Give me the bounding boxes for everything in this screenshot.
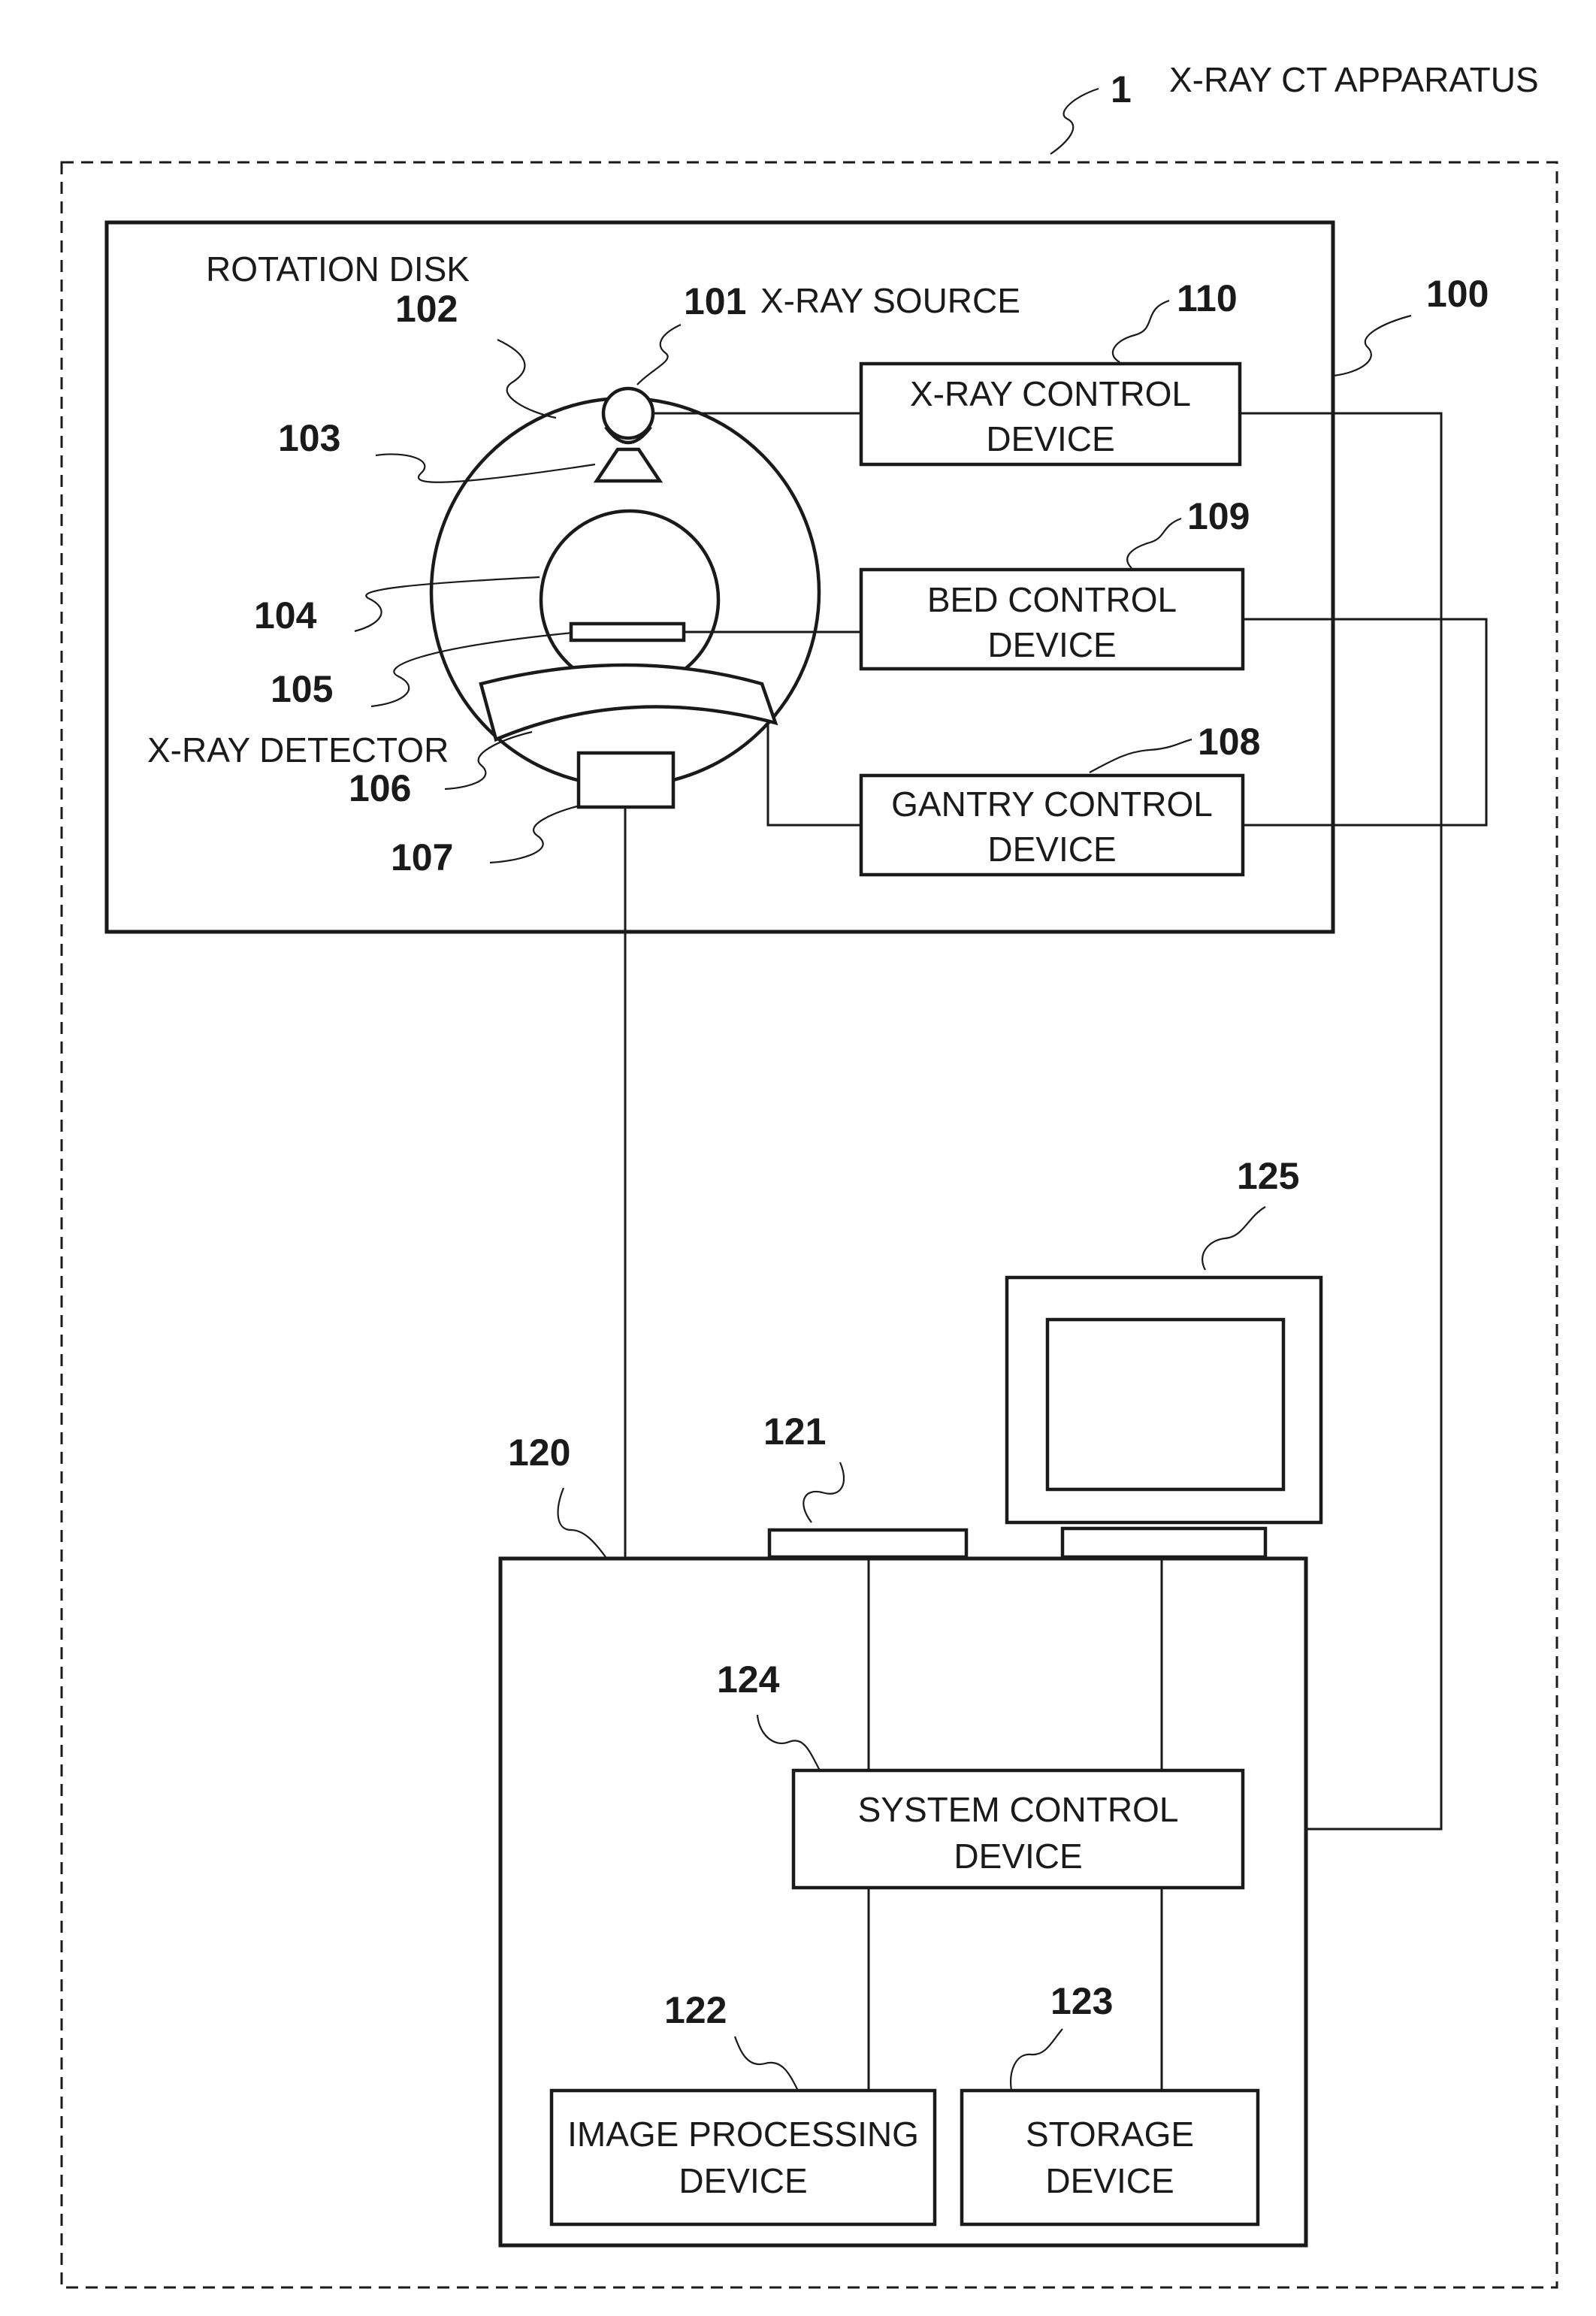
image-processing-box [552,2091,935,2224]
ref-109: 109 [1187,495,1250,537]
ref-101: 101 [684,280,746,322]
ref-123: 123 [1050,1980,1113,2022]
system-control-line2: DEVICE [954,1837,1082,1876]
ref-106: 106 [349,767,411,809]
leader-1 [1050,89,1099,154]
ref-124: 124 [717,1658,780,1701]
ref-102: 102 [395,288,458,330]
ref-121: 121 [763,1410,826,1453]
apparatus-title: X-RAY CT APPARATUS [1169,60,1539,99]
ref-104: 104 [254,594,317,636]
rotation-disk-label: ROTATION DISK [206,249,470,289]
ref-107: 107 [391,836,453,878]
leader-100 [1333,316,1411,376]
leader-125 [1202,1207,1265,1270]
image-processing-line2: DEVICE [679,2161,807,2200]
storage-line2: DEVICE [1045,2161,1174,2200]
xray-source [603,389,653,438]
image-processing-line1: IMAGE PROCESSING [567,2115,919,2154]
bed-control-line1: BED CONTROL [927,580,1177,619]
leader-121 [803,1462,844,1522]
ref-125: 125 [1237,1155,1299,1197]
ref-100: 100 [1426,273,1489,315]
storage-line1: STORAGE [1026,2115,1194,2154]
ref-103: 103 [278,417,340,459]
xray-detector-label: X-RAY DETECTOR [147,730,449,769]
xray-control-line1: X-RAY CONTROL [910,374,1191,413]
ref-1: 1 [1111,68,1132,110]
xray-source-label: X-RAY SOURCE [760,281,1020,320]
display-stand [1062,1528,1265,1557]
ref-120: 120 [508,1432,570,1474]
bed-control-line2: DEVICE [987,625,1116,664]
storage-box [962,2091,1258,2224]
system-control-line1: SYSTEM CONTROL [858,1790,1179,1829]
data-collection [579,753,673,807]
input-device [769,1530,966,1557]
gantry-control-line1: GANTRY CONTROL [891,785,1213,824]
ref-122: 122 [664,1989,727,2031]
display-screen [1047,1320,1283,1489]
ref-110: 110 [1177,277,1238,319]
ref-108: 108 [1198,721,1260,763]
ref-105: 105 [271,668,333,710]
leader-120 [558,1488,606,1557]
gantry-control-line2: DEVICE [987,830,1116,869]
xray-control-line2: DEVICE [986,419,1114,458]
